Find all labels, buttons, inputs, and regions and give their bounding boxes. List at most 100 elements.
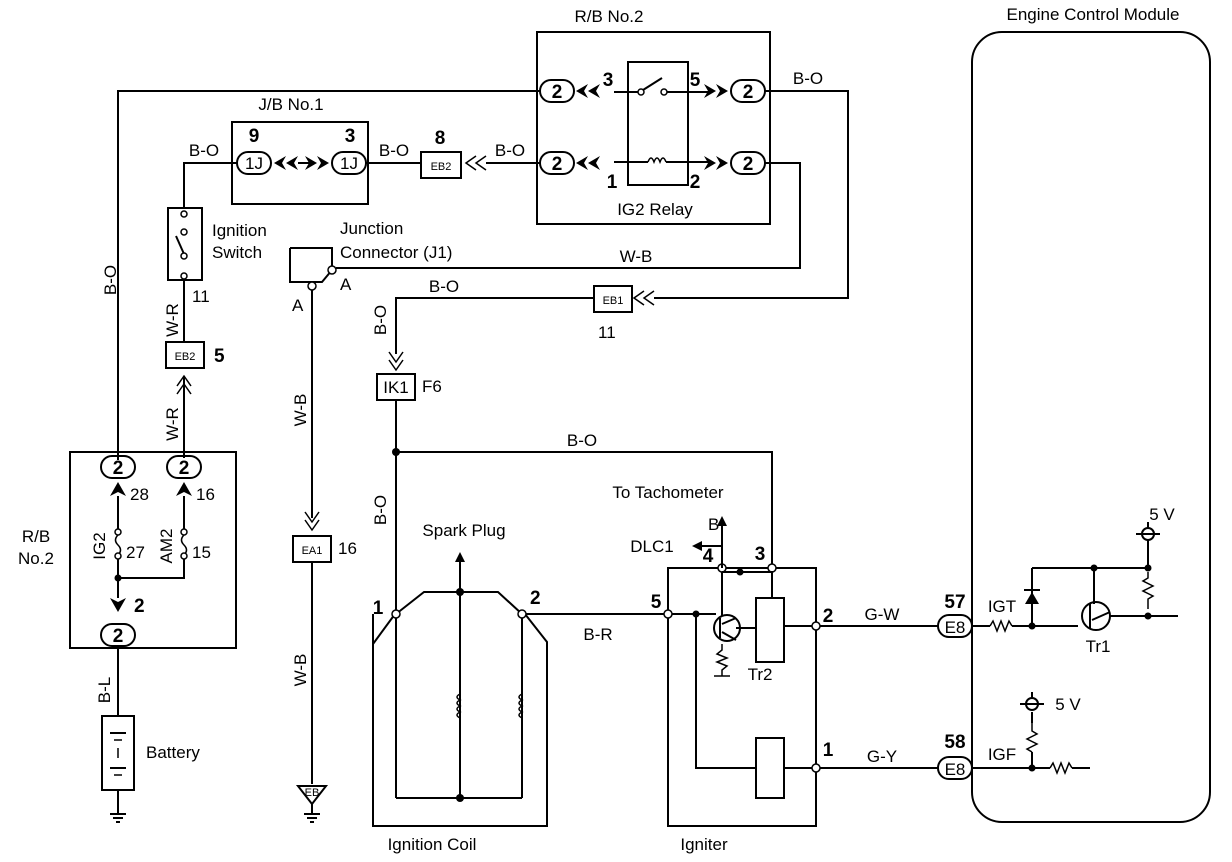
arrow-down-icon [110, 598, 126, 612]
svg-text:Junction: Junction [340, 219, 403, 238]
svg-text:1J: 1J [340, 154, 358, 173]
svg-text:B-O: B-O [189, 141, 219, 160]
rb2-top-title: R/B No.2 [575, 7, 644, 26]
svg-text:EB2: EB2 [175, 351, 196, 363]
svg-text:2: 2 [134, 596, 145, 617]
eb2-connector-8 [420, 151, 462, 179]
wire-wb-relay2 [336, 162, 801, 269]
svg-text:2: 2 [823, 606, 834, 627]
wire-bo-eb1 [395, 297, 594, 354]
svg-text:11: 11 [192, 287, 210, 306]
male-connector-icon [632, 290, 655, 306]
svg-text:EA1: EA1 [302, 545, 323, 557]
transistor-tr1-icon [1081, 601, 1111, 631]
resistor-icon [1049, 760, 1073, 776]
svg-text:W-R: W-R [163, 303, 182, 337]
resistor-icon [1141, 572, 1155, 609]
svg-text:11: 11 [598, 323, 616, 342]
svg-text:1J: 1J [245, 154, 263, 173]
svg-text:G-Y: G-Y [867, 747, 897, 766]
male-connector-icon [388, 351, 404, 372]
relay-coil-icon [647, 157, 667, 165]
arrow-right-icon [716, 84, 728, 98]
svg-text:2: 2 [552, 154, 563, 175]
svg-text:2: 2 [179, 458, 190, 479]
svg-text:G-W: G-W [865, 605, 900, 624]
jb1-block: 9 3 1J 1J [231, 121, 369, 205]
svg-text:B-O: B-O [429, 277, 459, 296]
svg-text:B-R: B-R [583, 625, 612, 644]
svg-text:Tr1: Tr1 [1086, 637, 1111, 656]
svg-text:B-O: B-O [101, 265, 120, 295]
to-tachometer-label: To Tachometer [612, 483, 724, 502]
fuse-am2-icon [180, 534, 188, 556]
svg-text:2: 2 [743, 154, 754, 175]
arrow-right-icon [317, 156, 329, 170]
svg-text:5 V: 5 V [1055, 695, 1081, 714]
resistor-icon [1025, 723, 1039, 753]
svg-text:16: 16 [196, 485, 215, 504]
svg-text:B-O: B-O [379, 141, 409, 160]
svg-text:DLC1: DLC1 [630, 537, 673, 556]
resistor-icon [714, 644, 730, 677]
arrow-left-icon [576, 84, 588, 98]
ig2-relay-box [627, 61, 689, 186]
rb2-fuse-block: R/B No.2 2 2 28 16 IG2 AM2 27 15 2 2 [18, 451, 237, 649]
ground-icon [110, 790, 126, 823]
battery: Battery [101, 715, 200, 791]
arrow-left-icon [286, 156, 298, 170]
svg-text:16: 16 [338, 539, 357, 558]
diode-icon [1025, 592, 1039, 604]
svg-text:Battery: Battery [146, 743, 200, 762]
svg-text:Switch: Switch [212, 243, 262, 262]
svg-text:58: 58 [944, 732, 965, 753]
svg-text:1: 1 [373, 598, 384, 619]
svg-text:28: 28 [130, 485, 149, 504]
wire-bo-igniter3 [396, 451, 773, 568]
svg-text:Ignition: Ignition [212, 221, 267, 240]
svg-text:IK1: IK1 [383, 378, 409, 397]
svg-text:Tr2: Tr2 [748, 665, 773, 684]
arrow-up-icon [717, 516, 727, 526]
svg-text:5: 5 [651, 592, 662, 613]
svg-text:B-O: B-O [371, 495, 390, 525]
svg-text:IGF: IGF [988, 745, 1016, 764]
svg-text:W-B: W-B [291, 654, 310, 687]
svg-text:1: 1 [607, 172, 618, 193]
svg-text:E8: E8 [945, 618, 966, 637]
resistor-icon [989, 618, 1013, 634]
svg-text:9: 9 [249, 126, 260, 147]
svg-text:B-O: B-O [495, 141, 525, 160]
wire-bo-relay5 [654, 90, 849, 299]
svg-text:2: 2 [552, 82, 563, 103]
svg-text:3: 3 [603, 70, 614, 91]
svg-text:5 V: 5 V [1149, 505, 1175, 524]
svg-text:2: 2 [113, 458, 124, 479]
spark-plug-label: Spark Plug [422, 521, 505, 540]
male-connector-icon [304, 511, 320, 532]
arrow-right-icon [305, 156, 317, 170]
svg-text:8: 8 [435, 128, 446, 149]
fuse-ig2-icon [114, 534, 122, 556]
svg-text:5: 5 [214, 346, 225, 367]
arrow-up-icon [455, 552, 465, 562]
svg-text:27: 27 [126, 543, 145, 562]
svg-text:B-L: B-L [95, 677, 114, 703]
ground-icon [304, 804, 320, 823]
svg-text:W-B: W-B [291, 394, 310, 427]
svg-text:E8: E8 [945, 760, 966, 779]
junction-connector-j1: Junction Connector (J1) A A [289, 219, 452, 315]
ig2-relay-label: IG2 Relay [617, 200, 693, 219]
svg-text:1: 1 [823, 740, 834, 761]
rb2-relay-block: 2 3 2 5 2 1 2 2 IG2 Relay [536, 31, 771, 225]
svg-text:57: 57 [944, 592, 965, 613]
ecm-title: Engine Control Module [1007, 5, 1180, 24]
svg-text:No.2: No.2 [18, 549, 54, 568]
arrow-right-icon [704, 156, 716, 170]
svg-text:A: A [292, 296, 304, 315]
svg-text:IG2: IG2 [90, 532, 109, 559]
igniter-label: Igniter [680, 835, 728, 854]
svg-text:Connector (J1): Connector (J1) [340, 243, 452, 262]
svg-text:3: 3 [755, 544, 766, 565]
